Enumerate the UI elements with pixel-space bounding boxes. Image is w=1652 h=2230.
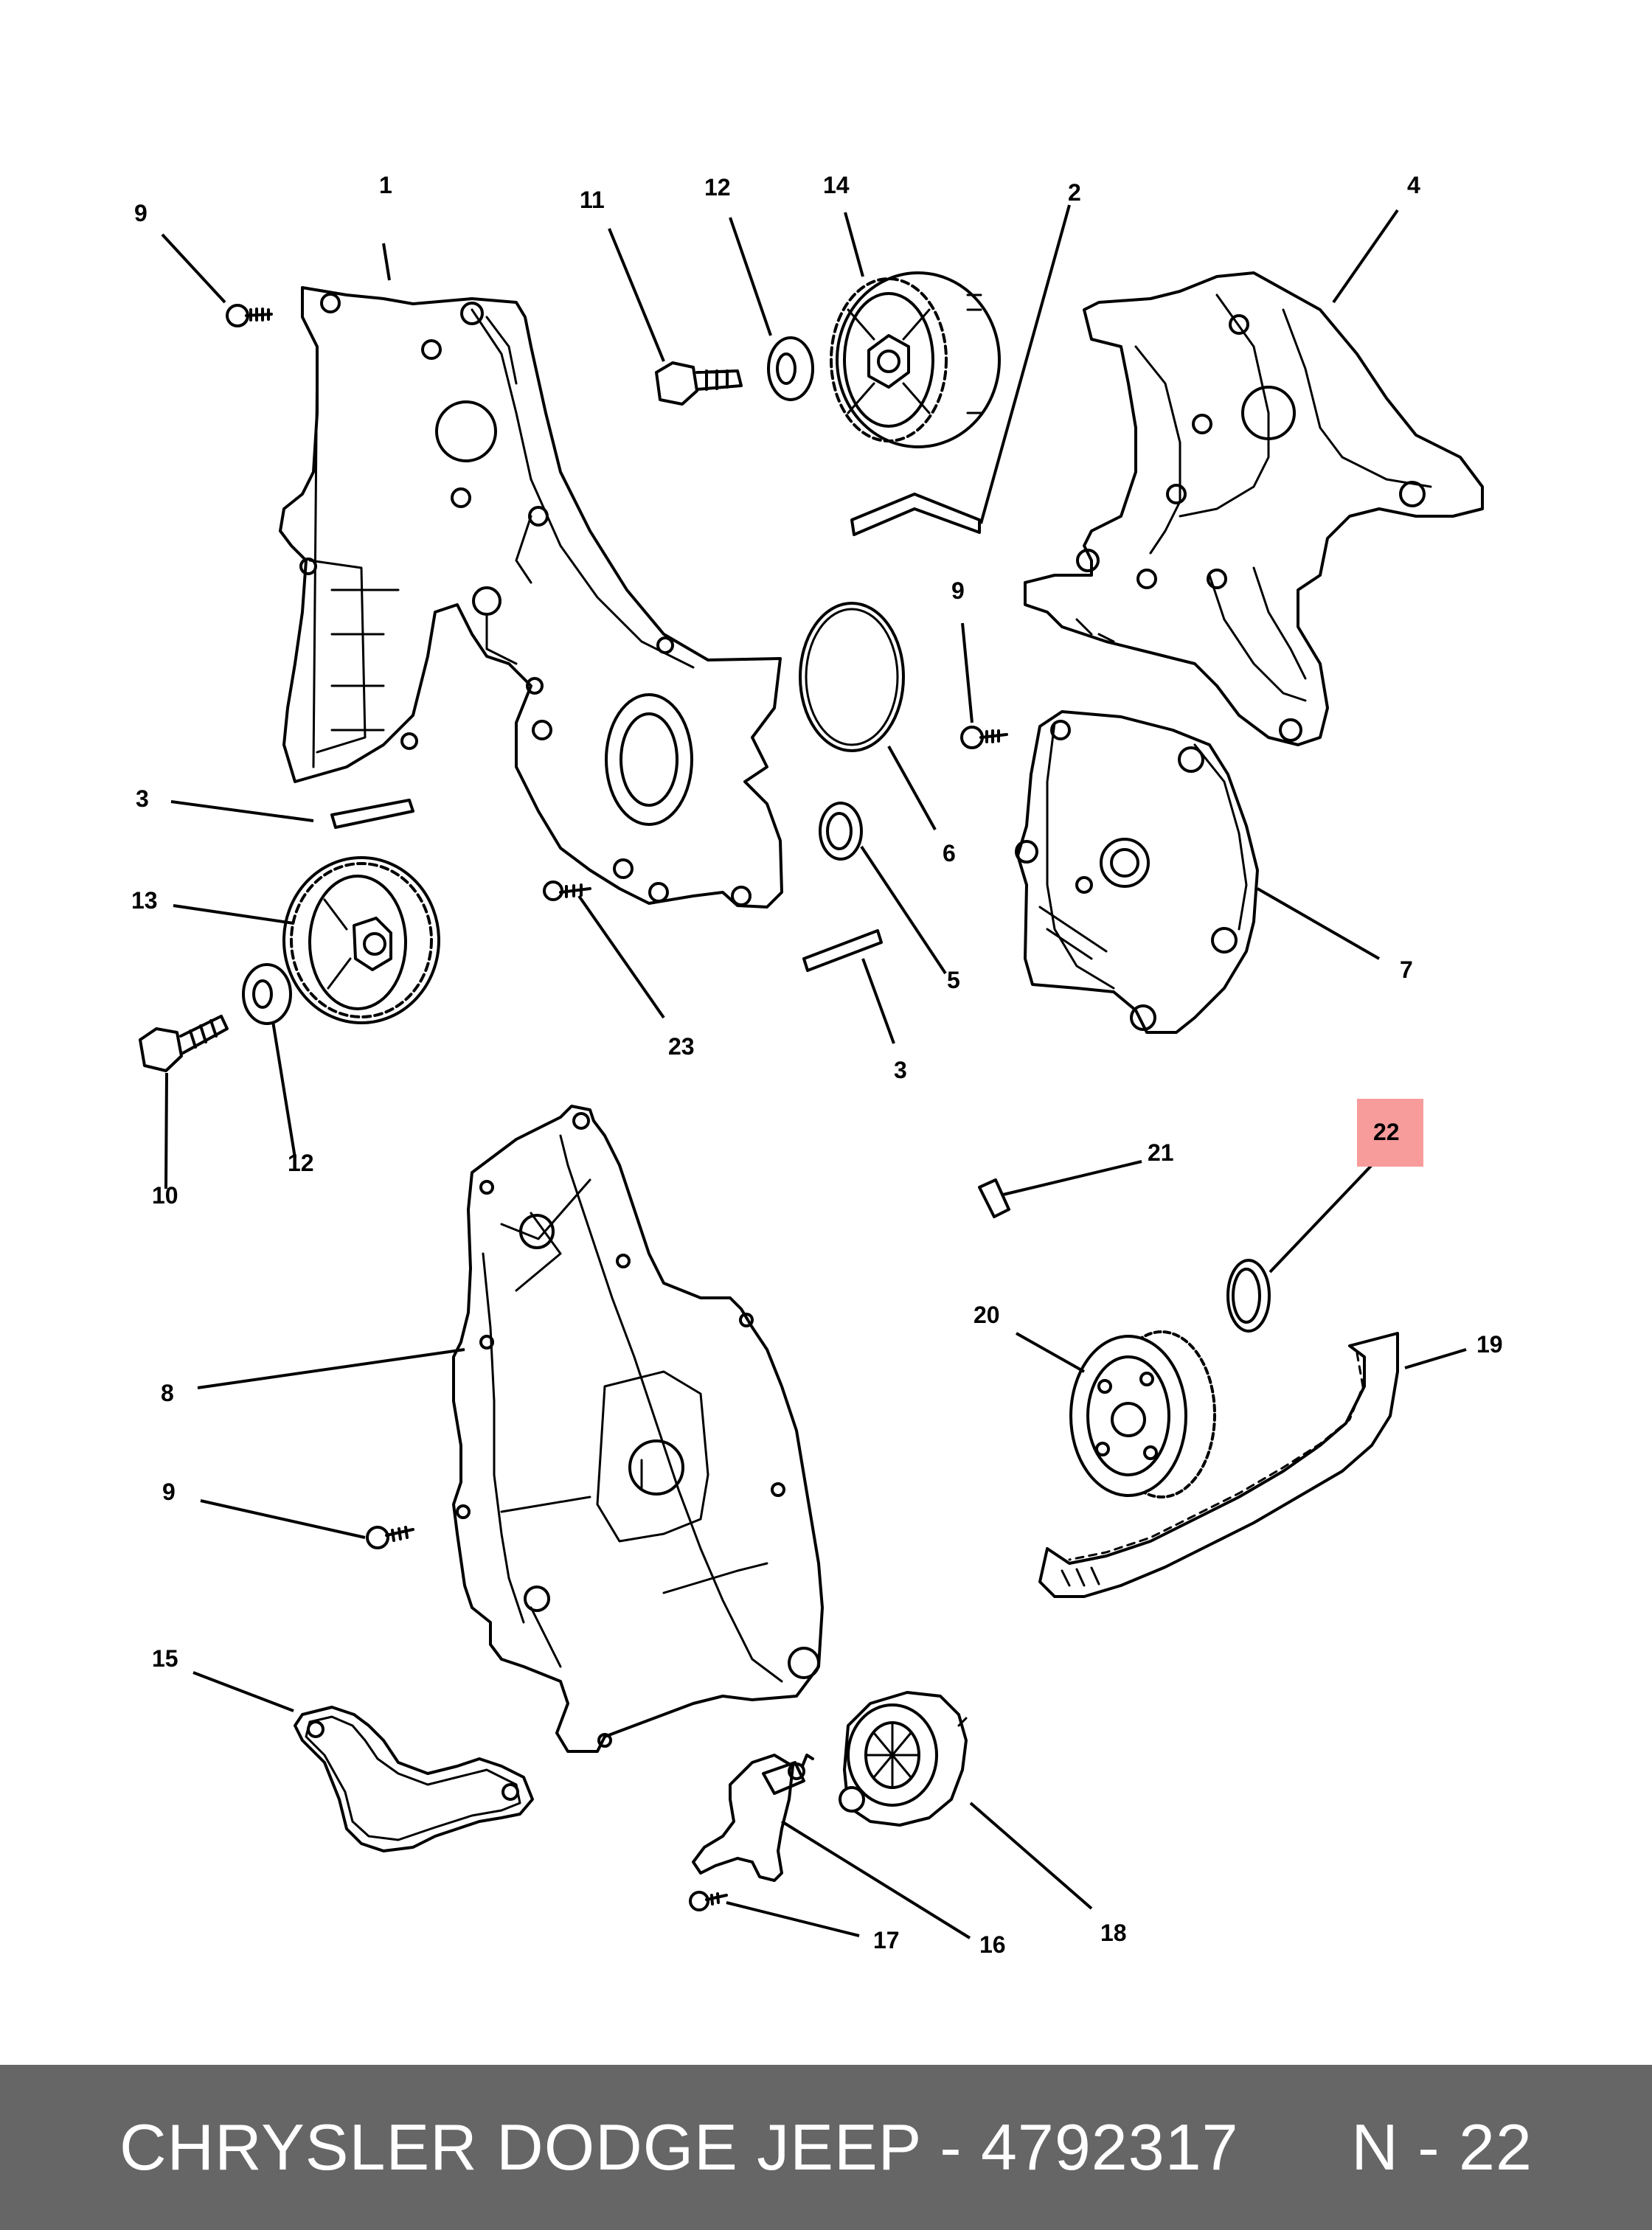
leader-lines [161, 204, 1467, 1939]
callout-21: 21 [1148, 1139, 1174, 1166]
callout-11: 11 [580, 187, 605, 213]
part-6-o-ring [799, 602, 905, 752]
callout-13: 13 [131, 887, 158, 914]
callout-1: 1 [379, 172, 392, 198]
part-14-camshaft-sprocket [830, 271, 1001, 448]
footer-ref-prefix: N - [1351, 2111, 1460, 2184]
part-4-mounting-bracket [1024, 271, 1484, 746]
callout-20: 20 [974, 1302, 1000, 1328]
part-23-bolt [543, 880, 591, 901]
part-15-gasket [294, 1706, 534, 1852]
part-9-bolt-top [226, 304, 273, 327]
part-20-crank-sprocket [1069, 1330, 1216, 1498]
part-17-bolt [689, 1891, 728, 1911]
callout-3-left: 3 [136, 785, 149, 812]
callout-7: 7 [1400, 956, 1413, 983]
part-13-crankshaft-sprocket [282, 856, 440, 1024]
part-12-washer-lower [242, 963, 292, 1025]
part-9-bolt-middle [960, 726, 1008, 749]
part-18-idler-pulley [839, 1691, 968, 1827]
part-9-bolt-lower [366, 1526, 414, 1549]
footer-gap [1239, 2111, 1352, 2184]
callout-9-top: 9 [134, 200, 148, 226]
part-12-washer-top [767, 336, 814, 401]
callout-14: 14 [823, 172, 850, 198]
callout-17: 17 [873, 1927, 900, 1953]
footer-ref-number: 22 [1459, 2111, 1533, 2184]
part-8-outer-timing-cover [452, 1105, 824, 1753]
exploded-parts-diagram: 1 2 3 3 4 5 6 7 8 9 9 9 10 11 12 12 13 1… [131, 172, 1503, 1958]
footer-part-number: 4792317 [980, 2111, 1239, 2184]
footer-separator: - [920, 2111, 981, 2184]
part-21-dowel-pin [978, 1178, 1010, 1218]
callout-4: 4 [1407, 172, 1420, 198]
callout-labels: 1 2 3 3 4 5 6 7 8 9 9 9 10 11 12 12 13 1… [131, 172, 1503, 1958]
callout-12-top: 12 [704, 174, 731, 201]
callout-5: 5 [947, 967, 960, 993]
callout-16: 16 [979, 1931, 1006, 1958]
callout-9-middle: 9 [951, 577, 965, 604]
part-3-key-left [330, 799, 414, 829]
part-22-oil-seal [1226, 1259, 1271, 1333]
callout-6: 6 [943, 840, 956, 866]
footer-caption: CHRYSLER DODGE JEEP - 4792317 N - 22 [119, 2110, 1533, 2185]
part-16-tensioner-arm [692, 1754, 814, 1882]
part-3-key-right [802, 929, 883, 972]
callout-22-highlight [1357, 1099, 1423, 1167]
part-5-seal [819, 802, 863, 861]
footer-bar: CHRYSLER DODGE JEEP - 4792317 N - 22 [0, 2065, 1652, 2230]
footer-brand: CHRYSLER DODGE JEEP [119, 2111, 921, 2184]
callout-19: 19 [1476, 1331, 1503, 1358]
callout-22: 22 [1373, 1119, 1400, 1145]
part-1-inner-timing-cover [279, 286, 783, 909]
callout-2: 2 [1068, 179, 1081, 206]
part-10-bolt [139, 1015, 229, 1072]
callout-8: 8 [161, 1380, 174, 1406]
callout-18: 18 [1100, 1920, 1127, 1946]
callout-15: 15 [152, 1645, 178, 1672]
callout-9-lower: 9 [162, 1479, 176, 1505]
part-19-timing-belt [1038, 1332, 1399, 1598]
part-7-cover-plate [1015, 710, 1259, 1034]
callout-12-lower: 12 [288, 1150, 314, 1176]
callout-3-right: 3 [894, 1057, 907, 1083]
callout-10: 10 [152, 1182, 178, 1209]
callout-23: 23 [668, 1033, 695, 1060]
part-11-bolt [655, 361, 743, 406]
part-2-key [850, 493, 981, 536]
